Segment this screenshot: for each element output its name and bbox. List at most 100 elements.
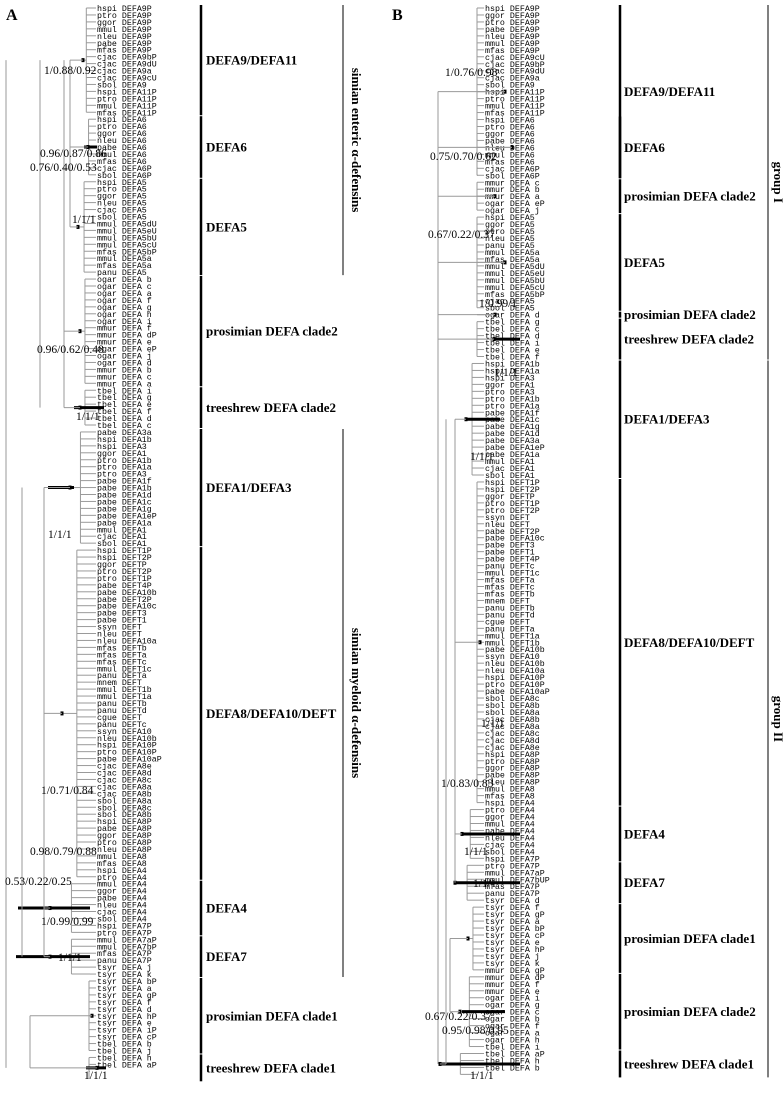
tip-label-0-101: panu DEFTd — [97, 706, 147, 716]
tip-label-0-32: mmul DEFA5eU — [97, 226, 157, 236]
tip-label-1-45: tbel DEFA g — [485, 318, 540, 328]
support-value-9: 1/1/1 — [473, 878, 497, 890]
tip-label-0-98: mmul DEFT1b — [97, 685, 152, 695]
support-value-7: 1/0.83/0.83 — [441, 778, 494, 790]
tip-label-1-144: ogar DEFA c — [485, 1009, 540, 1018]
tip-label-0-76: cjac DEFA1 — [97, 532, 147, 542]
tip-label-0-143: tsyr DEFA f — [97, 998, 152, 1008]
tip-label-1-55: ptro DEFA3 — [485, 388, 535, 397]
tip-label-1-125: mmul DEFA7bUP — [485, 875, 550, 885]
tip-label-1-56: ptro DEFA1b — [485, 394, 540, 404]
support-value-7: 1/0.71/0.84 — [41, 785, 94, 797]
tip-label-0-45: ogar DEFA i — [97, 317, 152, 327]
tip-label-1-132: tsyr DEFA bP — [485, 924, 545, 934]
tip-label-1-80: panu DEFTc — [485, 563, 535, 572]
tip-label-0-148: tsyr DEFA cP — [97, 1034, 157, 1043]
tip-label-1-50: tbel DEFA f — [485, 353, 540, 363]
tip-label-0-126: mmul DEFA4 — [97, 880, 147, 890]
tip-label-1-142: ogar DEFA i — [485, 994, 540, 1004]
tip-label-0-13: ptro DEFA11P — [97, 95, 157, 104]
tip-label-1-136: tsyr DEFA j — [485, 952, 540, 962]
tip-label-1-129: tsyr DEFA f — [485, 903, 540, 913]
tip-label-0-129: nleu DEFA4 — [97, 901, 147, 911]
tip-label-0-62: hspi DEFA1b — [97, 435, 152, 445]
tip-label-0-122: mmul DEFA8 — [97, 852, 147, 862]
tip-label-0-151: tbel DEFA h — [97, 1053, 152, 1063]
tip-label-0-54: mmur DEFA a — [97, 380, 152, 389]
tip-label-0-42: ogar DEFA f — [97, 296, 152, 306]
tip-label-1-117: mmul DEFA4 — [485, 819, 535, 829]
tip-label-1-17: ptro DEFA6 — [485, 123, 535, 132]
tip-label-1-141: mmur DEFA e — [485, 988, 540, 997]
tip-label-1-143: ogar DEFA g — [485, 1002, 540, 1011]
tip-label-0-77: sbol DEFA1 — [97, 539, 147, 549]
tip-label-0-87: pabe DEFT3 — [97, 609, 147, 619]
tip-label-1-2: ptro DEFA9P — [485, 19, 540, 28]
tip-label-1-74: nleu DEFT — [485, 520, 530, 530]
tip-label-1-51: hspi DEFA1b — [485, 359, 540, 369]
tip-label-1-5: mmul DEFA9P — [485, 39, 540, 49]
tip-label-1-135: tsyr DEFA hP — [485, 945, 545, 955]
tip-label-0-69: pabe DEFA1b — [97, 484, 152, 494]
tip-label-0-17: ptro DEFA6 — [97, 123, 147, 132]
tip-label-0-84: pabe DEFA10b — [97, 588, 157, 598]
tip-label-0-23: cjac DEFA6P — [97, 164, 152, 174]
support-value-8: 0.98/0.79/0.88 — [30, 846, 97, 858]
tip-label-0-80: ggor DEFTP — [97, 561, 147, 570]
tip-label-1-118: pabe DEFA4 — [485, 826, 535, 836]
tip-label-0-109: cjac DEFA8e — [97, 762, 152, 772]
tip-label-0-39: ogar DEFA b — [97, 275, 152, 285]
tip-label-0-134: mmul DEFA7aP — [97, 935, 157, 945]
support-value-9: 0.53/0.22/0.25 — [5, 876, 72, 888]
tip-label-1-32: ptro DEFA5 — [485, 228, 535, 237]
tip-label-1-1: ggor DEFA9P — [485, 12, 540, 21]
tip-label-1-128: tsyr DEFA d — [485, 896, 540, 906]
tip-label-1-41: mfas DEFA5bP — [485, 290, 545, 300]
tip-label-1-97: ptro DEFA10P — [485, 681, 545, 690]
support-value-6: 1/1/1 — [48, 529, 72, 541]
tip-label-0-29: cjac DEFA5 — [97, 206, 147, 216]
tip-label-1-114: hspi DEFA4 — [485, 799, 535, 809]
tip-label-0-63: hspi DEFA3 — [97, 442, 147, 452]
tip-label-0-132: hspi DEFA7P — [97, 921, 152, 931]
tip-label-1-47: tbel DEFA d — [485, 332, 540, 342]
tip-label-1-65: mmul DEFA1 — [485, 457, 535, 467]
tip-label-1-148: ogar DEFA h — [485, 1036, 540, 1046]
tip-label-1-16: hspi DEFA6 — [485, 116, 535, 126]
tip-label-0-18: ggor DEFA6 — [97, 130, 147, 139]
tip-label-0-88: pabe DEFT1 — [97, 616, 147, 626]
tip-label-0-52: mmur DEFA b — [97, 365, 152, 375]
tip-label-1-103: cjac DEFA8a — [485, 722, 540, 732]
tip-label-0-141: tsyr DEFA a — [97, 985, 152, 994]
tip-label-0-107: ptro DEFA10P — [97, 749, 157, 758]
clade-label-defa4: DEFA4 — [624, 826, 665, 841]
tip-label-1-42: cjac DEFA5 — [485, 297, 535, 307]
tip-label-1-100: sbol DEFA8b — [485, 701, 540, 711]
tip-label-0-75: mmul DEFA1 — [97, 525, 147, 535]
tip-label-1-77: pabe DEFT3 — [485, 541, 535, 551]
tip-label-1-14: mmul DEFA11P — [485, 102, 545, 112]
clade-label-treeshrew-defa-clade1: treeshrew DEFA clade1 — [624, 1056, 754, 1071]
tip-label-1-31: ggor DEFA5 — [485, 221, 535, 230]
tip-label-0-149: tbel DEFA b — [97, 1040, 152, 1050]
tip-label-0-94: mfas DEFTc — [97, 657, 147, 667]
tip-label-0-145: tsyr DEFA hP — [97, 1012, 157, 1022]
tip-label-0-140: tsyr DEFA bP — [97, 977, 157, 987]
clade-label-prosimian-defa-clade1: prosimian DEFA clade1 — [624, 931, 756, 946]
tip-label-1-19: pabe DEFA6 — [485, 136, 535, 146]
tip-label-0-61: pabe DEFA3a — [97, 428, 152, 438]
tip-label-0-41: ogar DEFA a — [97, 290, 152, 299]
group-label-simian-myeloid-defensins: simian myeloid α-defensins — [349, 628, 364, 778]
tip-label-1-95: nleu DEFA10a — [485, 666, 545, 676]
tip-label-0-112: cjac DEFA8a — [97, 782, 152, 792]
tip-label-0-95: mmul DEFT1c — [97, 664, 152, 674]
tip-label-0-31: mmul DEFA5dU — [97, 219, 157, 229]
tip-label-0-118: pabe DEFA8P — [97, 824, 152, 834]
support-value-0: 1/0.88/0.92 — [44, 65, 97, 77]
tip-label-1-92: pabe DEFA10b — [485, 645, 545, 655]
tip-label-1-0: hspi DEFA9P — [485, 4, 540, 14]
tip-label-1-126: mfas DEFA7P — [485, 882, 540, 892]
tip-label-0-82: ptro DEFT1P — [97, 575, 152, 584]
panel-b-label: B — [392, 7, 403, 24]
